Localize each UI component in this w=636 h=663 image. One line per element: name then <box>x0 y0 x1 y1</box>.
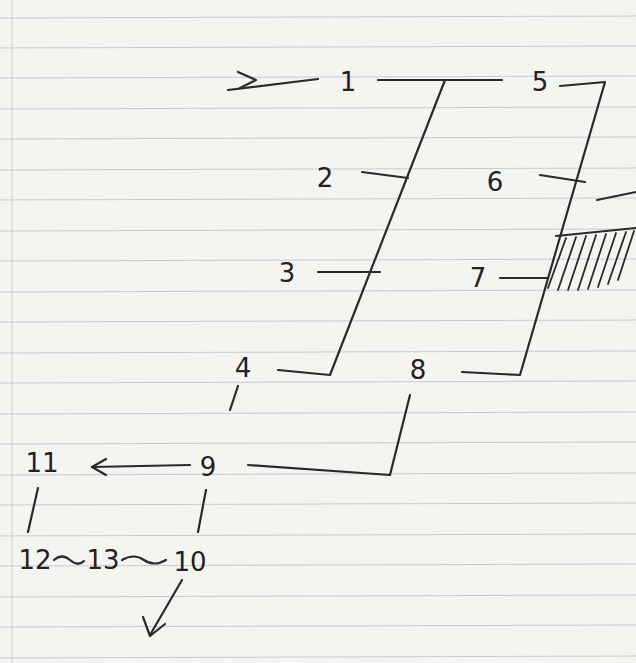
hatch-line <box>548 238 566 288</box>
support-line <box>597 192 636 200</box>
ruled-line <box>0 320 636 322</box>
stub-line <box>318 271 380 273</box>
link-line <box>198 490 206 532</box>
callout-number: 2 <box>317 165 334 191</box>
right-rail <box>462 82 605 375</box>
ruled-line <box>0 137 636 139</box>
ruled-line <box>0 381 636 383</box>
arrow-head <box>238 72 256 88</box>
hatch-line <box>588 234 606 289</box>
ruled-line <box>0 198 636 200</box>
callout-number: 5 <box>532 69 549 95</box>
callout-number: 4 <box>235 355 252 381</box>
callout-number: 1 <box>340 69 357 95</box>
callout-number: 12 <box>18 547 51 573</box>
output-line <box>150 580 182 635</box>
callout-number: 8 <box>410 357 427 383</box>
left-rail <box>278 80 445 375</box>
stub-line <box>362 172 408 178</box>
ruled-line <box>0 534 636 536</box>
output-line <box>92 465 190 467</box>
ruled-line <box>0 412 636 414</box>
stub-line <box>500 277 548 279</box>
ink-strokes <box>28 72 636 636</box>
callout-number: 13 <box>86 547 119 573</box>
ruled-line <box>0 442 636 444</box>
callout-number: 9 <box>200 454 217 480</box>
ruled-line <box>0 229 636 231</box>
callout-number: 3 <box>279 260 296 286</box>
callout-number: 7 <box>470 265 487 291</box>
hatch-line <box>578 235 596 290</box>
ruled-line <box>0 656 636 658</box>
arrow-head <box>143 617 165 636</box>
callout-number: 10 <box>173 549 206 575</box>
arrow-head <box>92 459 106 475</box>
ruled-line <box>0 107 636 109</box>
ruled-line <box>0 625 636 627</box>
tilde-line <box>122 557 166 564</box>
ruled-line <box>0 595 636 597</box>
ruled-line <box>0 503 636 505</box>
return-line <box>248 395 410 475</box>
callout-number: 11 <box>25 450 58 476</box>
callout-number: 6 <box>487 169 504 195</box>
tilde-line <box>54 557 84 564</box>
link-line <box>28 488 38 532</box>
hatch-line <box>608 232 626 284</box>
ruled-line <box>0 259 636 261</box>
margin-line <box>12 0 13 663</box>
hatch-line <box>598 233 616 287</box>
link-line <box>230 386 238 410</box>
top-bar <box>378 79 502 81</box>
ground-hatch <box>548 231 634 290</box>
ruled-line <box>0 351 636 353</box>
hatch-line <box>618 231 634 280</box>
hatch-line <box>568 236 586 290</box>
ruled-line <box>0 290 636 292</box>
hatch-line <box>558 237 576 290</box>
ruled-line <box>0 16 636 18</box>
ruled-line <box>0 46 636 48</box>
ruled-line <box>0 473 636 475</box>
stub-line <box>540 175 585 182</box>
ruled-lines <box>0 16 636 658</box>
